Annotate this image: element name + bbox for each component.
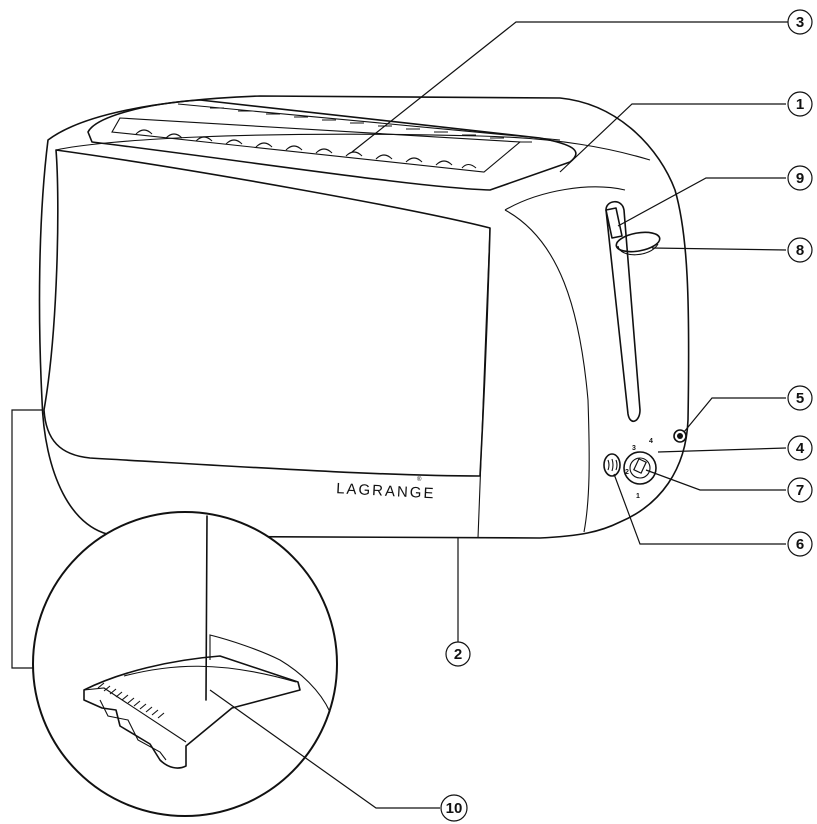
crumb-tray-detail: [32, 511, 338, 817]
svg-text:8: 8: [796, 242, 804, 259]
registered-mark: ®: [417, 476, 422, 483]
dial-mark-4: 4: [649, 438, 653, 445]
svg-text:3: 3: [796, 14, 804, 31]
defrost-button: [603, 453, 621, 477]
svg-text:9: 9: [796, 170, 804, 187]
callout-6: 6: [787, 531, 813, 557]
stop-button: [673, 429, 687, 443]
dial-mark-1: 1: [636, 493, 640, 500]
svg-text:6: 6: [796, 536, 804, 553]
callout-9: 9: [787, 165, 813, 191]
slot-rollers-front: [135, 129, 477, 169]
callout-2: 2: [445, 641, 471, 667]
callout-1: 1: [787, 91, 813, 117]
callout-4: 4: [787, 435, 813, 461]
callout-7: 7: [787, 477, 813, 503]
svg-text:10: 10: [446, 800, 463, 817]
detail-bracket: [11, 409, 44, 669]
dial-mark-3: 3: [632, 445, 636, 452]
callout-5: 5: [787, 385, 813, 411]
browning-dial: [623, 451, 657, 485]
bread-slots: [87, 99, 577, 191]
callout-3: 3: [787, 9, 813, 35]
dial-markings: 1 2 3 4: [625, 438, 653, 500]
svg-text:5: 5: [796, 390, 804, 407]
callout-8: 8: [787, 237, 813, 263]
dial-mark-2: 2: [625, 469, 629, 476]
svg-text:4: 4: [796, 440, 805, 457]
svg-text:7: 7: [796, 482, 804, 499]
toaster-body: [38, 95, 690, 539]
lever-handle: [615, 231, 661, 256]
lever-slot: [605, 200, 641, 422]
svg-text:1: 1: [796, 96, 804, 113]
svg-text:2: 2: [454, 646, 462, 663]
lift-lever: [605, 207, 623, 239]
brand-logo: LAGRANGE: [336, 480, 436, 502]
callout-10: 10: [440, 794, 468, 822]
leader-lines: [209, 21, 788, 809]
